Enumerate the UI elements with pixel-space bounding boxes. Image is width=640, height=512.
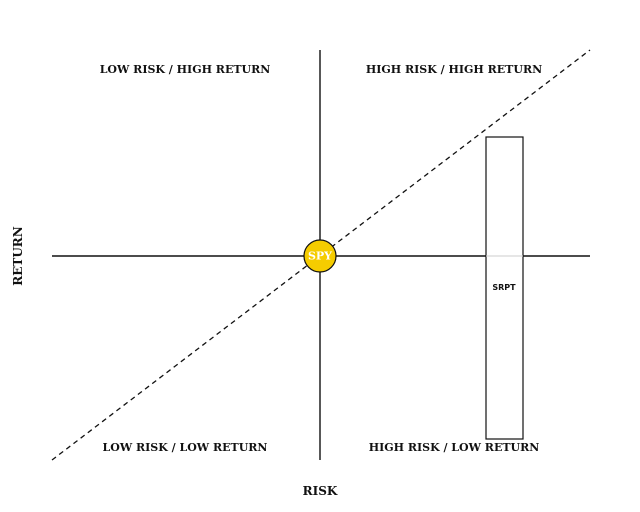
quadrant-label-top-left: LOW RISK / HIGH RETURN bbox=[99, 63, 271, 76]
quadrant-label-top-right: HIGH RISK / HIGH RETURN bbox=[365, 63, 543, 76]
quadrant-label-bottom-left: LOW RISK / LOW RETURN bbox=[102, 441, 268, 454]
srpt-label: SRPT bbox=[492, 283, 516, 292]
spy-marker bbox=[303, 239, 337, 273]
spy-label: SPY bbox=[307, 249, 333, 263]
y-axis-label: RETURN bbox=[11, 226, 25, 286]
x-axis-label: RISK bbox=[302, 484, 338, 498]
srpt-range-box bbox=[485, 136, 524, 440]
risk-return-trend-line bbox=[51, 49, 591, 461]
quadrant-label-bottom-right: HIGH RISK / LOW RETURN bbox=[368, 441, 540, 454]
